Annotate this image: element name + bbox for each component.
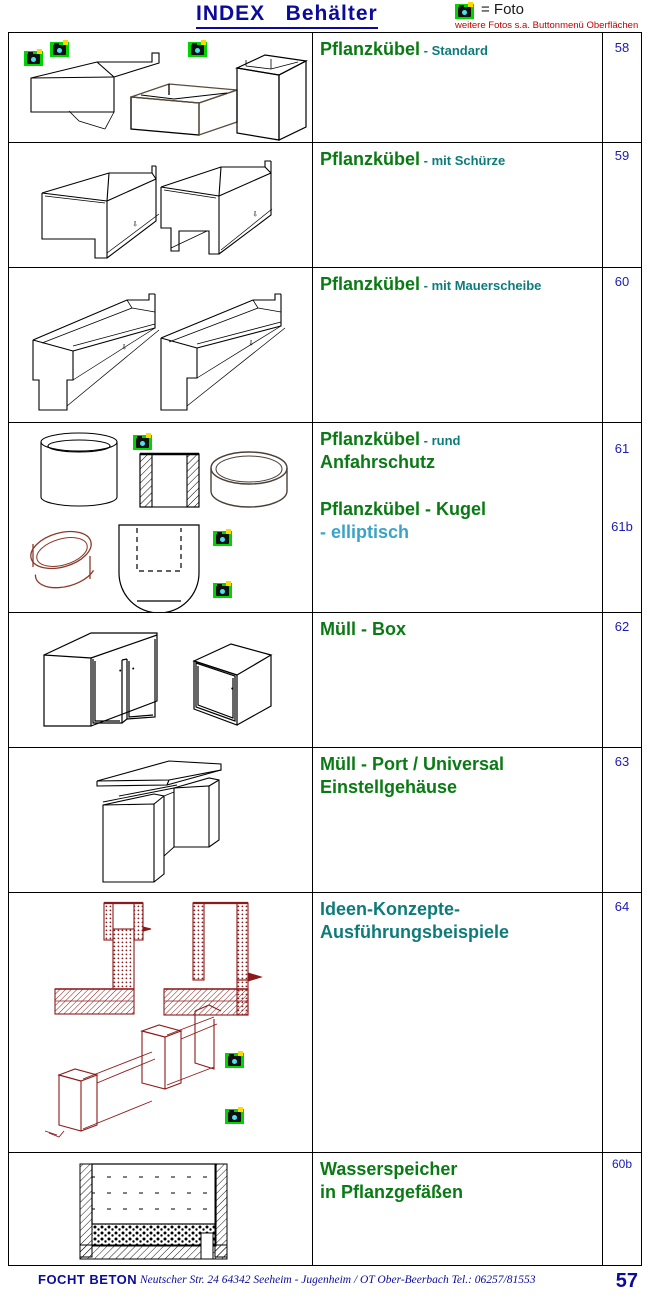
row-page-cell: 59 <box>603 143 641 267</box>
page-title: INDEX Behälter <box>196 2 378 29</box>
row-title-cell: Pflanzkübel - rund Anfahrschutz Pflanzkü… <box>313 423 603 612</box>
svg-text:⇨: ⇨ <box>120 344 127 350</box>
table-row[interactable]: ⇨ ⇨ Pflanzkübel - mit Schürze 59 <box>9 143 641 268</box>
table-row[interactable]: Wasserspeicher in Pflanzgefäßen 60b <box>9 1153 641 1265</box>
svg-text:•: • <box>119 668 122 675</box>
page-number: 61 <box>614 441 630 456</box>
camera-icon[interactable] <box>133 433 152 450</box>
row-title-cell: Pflanzkübel - mit Schürze <box>313 143 603 267</box>
company-address: Neutscher Str. 24 64342 Seeheim - Jugenh… <box>140 1274 536 1286</box>
table-row[interactable]: Pflanzkübel - rund Anfahrschutz Pflanzkü… <box>9 423 641 613</box>
row-title-cell: Müll - Box <box>313 613 603 747</box>
row-title2-main: Pflanzkübel - Kugel <box>320 498 487 519</box>
row-drawing-ideen-konzepte <box>9 893 313 1152</box>
company-name: FOCHT BETON <box>38 1272 138 1287</box>
row-page-cell: 62 <box>603 613 641 747</box>
row-title-main: Müll - Port / Universal <box>320 754 505 774</box>
row-drawing-rund-kugel <box>9 423 313 612</box>
row-page-cell: 58 <box>603 33 641 142</box>
foto-legend: = Foto <box>455 2 524 19</box>
row-page-cell: 60 <box>603 268 641 422</box>
row-drawing-schuerze: ⇨ ⇨ <box>9 143 313 267</box>
row-title-main: Pflanzkübel <box>320 39 421 59</box>
index-table: Pflanzkübel - Standard 58 <box>8 32 642 1266</box>
svg-text:⇨: ⇨ <box>247 340 254 346</box>
row-page-cell: 64 <box>603 893 641 1152</box>
row-title-main: Müll - Box <box>320 619 406 639</box>
camera-icon[interactable] <box>213 581 232 598</box>
row-page-cell: 61 61b <box>603 423 641 612</box>
page-number: 63 <box>614 754 630 769</box>
table-row[interactable]: Pflanzkübel - Standard 58 <box>9 33 641 143</box>
page-number: 58 <box>614 40 630 55</box>
row-title-suffix: - Standard <box>420 43 488 58</box>
page-header: INDEX Behälter = Foto weitere Fotos s.a.… <box>0 0 650 32</box>
svg-text:•: • <box>132 666 135 673</box>
camera-icon[interactable] <box>213 529 232 546</box>
row-title-cell: Pflanzkübel - mit Mauerscheibe <box>313 268 603 422</box>
camera-icon <box>455 2 474 19</box>
row-drawing-muell-box: • • • <box>9 613 313 747</box>
camera-icon[interactable] <box>225 1107 244 1124</box>
camera-icon[interactable] <box>24 49 43 66</box>
row-title-cell: Ideen-Konzepte- Ausführungsbeispiele <box>313 893 603 1152</box>
row-title-main: Ideen-Konzepte- <box>320 899 461 919</box>
svg-text:⇨: ⇨ <box>131 221 138 227</box>
page-number: 60b <box>611 1157 633 1171</box>
row-drawing-muell-port <box>9 748 313 892</box>
row-title-main: Pflanzkübel <box>320 149 421 169</box>
row-title-cell: Müll - Port / Universal Einstellgehäuse <box>313 748 603 892</box>
page-number-secondary: 61b <box>611 519 633 534</box>
row-title-suffix: - mit Schürze <box>420 153 506 168</box>
row-title-cell: Pflanzkübel - Standard <box>313 33 603 142</box>
row-title-line2: Ausführungsbeispiele <box>320 921 510 942</box>
row-title-cell: Wasserspeicher in Pflanzgefäßen <box>313 1153 603 1265</box>
page-footer: FOCHT BETON Neutscher Str. 24 64342 Seeh… <box>0 1270 650 1292</box>
camera-icon[interactable] <box>188 40 207 57</box>
row-title-main: Pflanzkübel <box>320 274 421 294</box>
row-title-main: Pflanzkübel <box>320 429 421 449</box>
table-row[interactable]: Ideen-Konzepte- Ausführungsbeispiele 64 <box>9 893 641 1153</box>
table-row[interactable]: • • • Müll - Box 62 <box>9 613 641 748</box>
row-title-line2: Anfahrschutz <box>320 451 436 472</box>
table-row[interactable]: Müll - Port / Universal Einstellgehäuse … <box>9 748 641 893</box>
svg-text:⇨: ⇨ <box>251 211 258 217</box>
camera-icon[interactable] <box>50 40 69 57</box>
page-number: 62 <box>614 619 630 634</box>
row-drawing-wasserspeicher <box>9 1153 313 1265</box>
page-number: 60 <box>614 274 630 289</box>
svg-text:•: • <box>231 686 234 693</box>
foto-legend-label: = Foto <box>481 1 524 18</box>
page-number: 64 <box>614 899 630 914</box>
foto-note: weitere Fotos s.a. Buttonmenü Oberfläche… <box>455 20 639 31</box>
row-page-cell: 60b <box>603 1153 641 1265</box>
row-title-line2: Einstellgehäuse <box>320 776 458 797</box>
camera-icon[interactable] <box>225 1051 244 1068</box>
row-title-line2: in Pflanzgefäßen <box>320 1181 464 1202</box>
row-drawing-standard <box>9 33 313 142</box>
row-page-cell: 63 <box>603 748 641 892</box>
row-title-suffix: - rund <box>420 433 461 448</box>
footer-page-number: 57 <box>615 1270 638 1292</box>
row-title-main: Wasserspeicher <box>320 1159 458 1179</box>
row-drawing-mauerscheibe: ⇨ ⇨ <box>9 268 313 422</box>
row-title2-line2: - elliptisch <box>320 521 410 542</box>
page-number: 59 <box>614 148 630 163</box>
row-title-suffix: - mit Mauerscheibe <box>420 278 542 293</box>
table-row[interactable]: ⇨ ⇨ Pflanzkübel - mit Mauerscheibe 60 <box>9 268 641 423</box>
